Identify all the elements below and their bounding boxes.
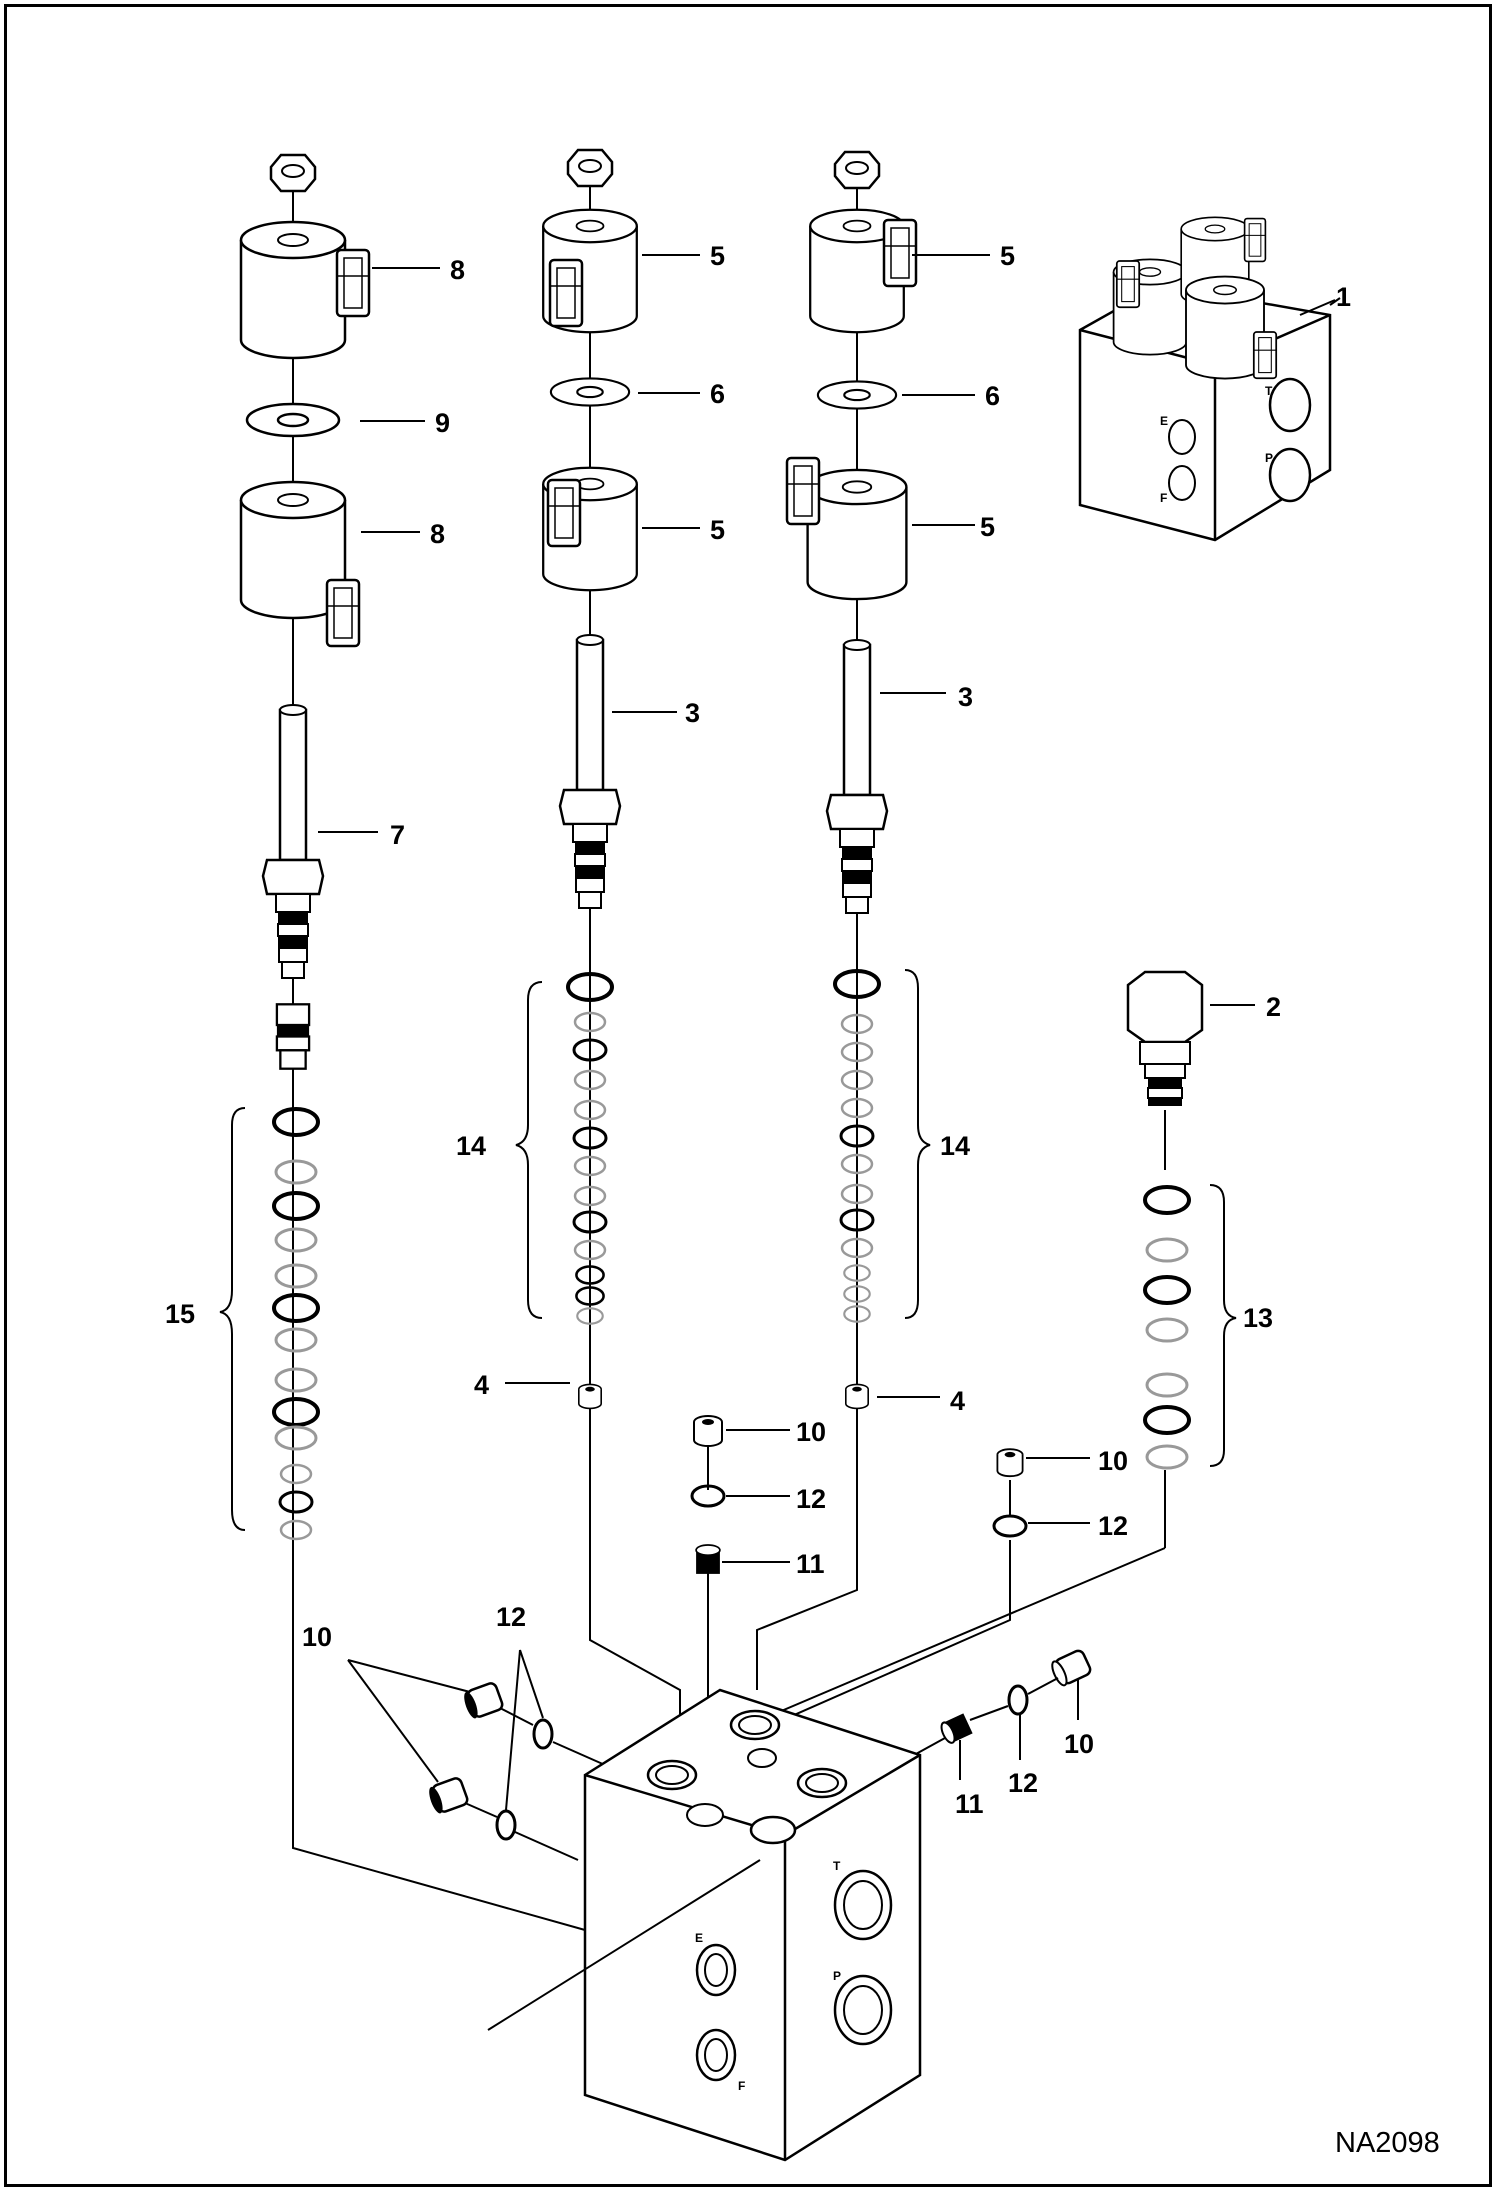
middle-valve-stack	[542, 148, 681, 1740]
callout-10-left: 10	[302, 1622, 332, 1652]
callout-8-top: 8	[450, 255, 465, 285]
callout-12-block: 12	[1008, 1768, 1038, 1798]
callout-12-centre: 12	[796, 1484, 826, 1514]
leader-lines	[219, 254, 1341, 1811]
callout-9: 9	[435, 408, 450, 438]
callout-10-right: 10	[1098, 1446, 1128, 1476]
callout-2: 2	[1266, 992, 1281, 1022]
right-valve-stack	[756, 150, 918, 1690]
relief-valve-stack	[759, 970, 1204, 1721]
port-mark-f: F	[738, 2079, 745, 2093]
callout-4-mid: 4	[474, 1370, 489, 1400]
callout-labels: 1 2 3 3 4 4 5 5 5 5 6 6 7 8 8 9 10 10 10…	[165, 241, 1351, 1819]
callout-11-centre: 11	[796, 1549, 825, 1579]
callout-1: 1	[1336, 282, 1351, 312]
callout-3-right: 3	[958, 682, 973, 712]
callout-12-right: 12	[1098, 1511, 1128, 1541]
callout-14-right: 14	[940, 1131, 970, 1161]
left-valve-stack	[239, 153, 371, 1560]
callout-14-left: 14	[456, 1131, 486, 1161]
callout-10-block-right: 10	[1064, 1729, 1094, 1759]
svg-text:P: P	[1265, 451, 1273, 465]
callout-6-b: 6	[985, 381, 1000, 411]
callout-12-left: 12	[496, 1602, 526, 1632]
loose-fittings	[429, 1415, 1092, 1861]
svg-text:E: E	[1160, 414, 1168, 428]
port-mark-e: E	[695, 1931, 703, 1945]
svg-text:T: T	[1265, 384, 1273, 398]
callout-15: 15	[165, 1299, 195, 1329]
port-mark-t: T	[833, 1859, 841, 1873]
callout-3-mid: 3	[685, 698, 700, 728]
callout-8-bottom: 8	[430, 519, 445, 549]
callout-5-b: 5	[1000, 241, 1015, 271]
callout-5-c: 5	[710, 515, 725, 545]
callout-10-centre: 10	[796, 1417, 826, 1447]
callout-5-d: 5	[980, 512, 995, 542]
manifold-block: T E P F	[292, 1560, 922, 2162]
svg-text:F: F	[1160, 491, 1167, 505]
callout-4-right: 4	[950, 1386, 965, 1416]
port-mark-p: P	[833, 1969, 841, 1983]
callout-7: 7	[390, 820, 405, 850]
assembled-valve-view: T P E F	[1078, 216, 1336, 542]
callout-5-a: 5	[710, 241, 725, 271]
callout-11-block: 11	[955, 1789, 984, 1819]
drawing-code: NA2098	[1335, 2127, 1440, 2159]
callout-13: 13	[1243, 1303, 1273, 1333]
callout-6-a: 6	[710, 379, 725, 409]
